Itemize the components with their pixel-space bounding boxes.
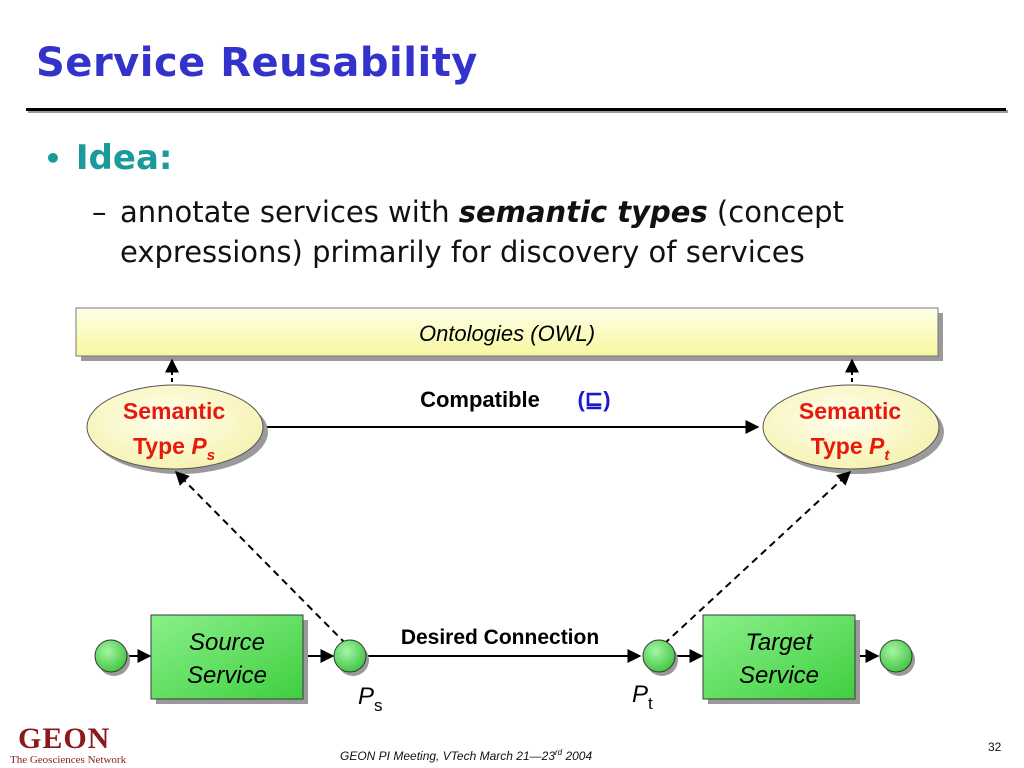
semantic-target-var: P bbox=[869, 433, 885, 459]
sub-bullet-text: annotate services with semantic types (c… bbox=[120, 192, 960, 272]
input-port bbox=[94, 639, 130, 676]
sub-bullet-prefix: annotate services with bbox=[120, 195, 459, 229]
slide-title: Service Reusability bbox=[36, 40, 478, 86]
semantic-source-type-word: Type bbox=[133, 433, 191, 459]
port-target-label: Pt bbox=[632, 681, 653, 713]
source-service-box: Source Service bbox=[150, 614, 308, 704]
port-source-var: P bbox=[358, 683, 374, 710]
port-target-var: P bbox=[632, 681, 648, 708]
compatible-symbol: (⊑) bbox=[577, 387, 610, 412]
output-port bbox=[879, 639, 915, 676]
geon-logo: GEON The Geosciences Network bbox=[8, 722, 128, 766]
semantic-source-line1: Semantic bbox=[123, 398, 225, 424]
port-source-label: Ps bbox=[358, 683, 383, 715]
sub-bullet-suffix: (concept expressions) primarily for disc… bbox=[120, 195, 844, 269]
compatible-label: Compatible bbox=[420, 387, 540, 412]
source-service-line2: Service bbox=[187, 662, 267, 689]
bullet-idea-label: Idea: bbox=[75, 138, 173, 178]
bullet-dot-icon: • bbox=[44, 141, 62, 175]
semantic-target-line2: Type Pt bbox=[811, 433, 891, 464]
semantic-source-var: P bbox=[191, 433, 207, 459]
port-source-sub: s bbox=[374, 696, 383, 715]
target-service-box: Target Service bbox=[702, 614, 860, 704]
target-service-line1: Target bbox=[745, 629, 813, 656]
ontology-bar: Ontologies (OWL) bbox=[75, 307, 943, 361]
semantic-type-source: Semantic Type Ps bbox=[86, 384, 268, 474]
port-source-to-semantic-arrow bbox=[175, 471, 347, 645]
target-input-port bbox=[642, 639, 678, 676]
sub-bullet-emphasis: semantic types bbox=[458, 195, 708, 229]
footer-text-before: GEON PI Meeting, VTech March 21—23 bbox=[340, 749, 555, 763]
page-number: 32 bbox=[988, 740, 1002, 754]
semantic-source-line2: Type Ps bbox=[133, 433, 215, 464]
semantic-target-line1: Semantic bbox=[799, 398, 901, 424]
desired-connection-label: Desired Connection bbox=[401, 626, 599, 649]
target-service-line2: Service bbox=[739, 662, 819, 689]
geon-logo-subtitle: The Geosciences Network bbox=[10, 754, 127, 766]
semantic-target-type-word: Type bbox=[811, 433, 869, 459]
semantic-type-target: Semantic Type Pt bbox=[762, 384, 944, 474]
port-target-sub: t bbox=[648, 694, 653, 713]
bullet-idea: • Idea: bbox=[44, 138, 173, 178]
footer-text-after: 2004 bbox=[562, 749, 593, 763]
footer-text: GEON PI Meeting, VTech March 21—23rd 200… bbox=[340, 748, 592, 763]
geon-logo-text: GEON bbox=[18, 722, 111, 755]
footer-superscript: rd bbox=[555, 748, 563, 757]
port-target-to-semantic-arrow bbox=[663, 471, 852, 645]
source-service-line1: Source bbox=[189, 629, 265, 656]
semantic-target-sub: t bbox=[884, 447, 890, 464]
title-divider bbox=[26, 108, 1006, 111]
semantic-source-sub: s bbox=[207, 447, 215, 464]
sub-bullet-dash: – bbox=[92, 195, 107, 229]
source-output-port bbox=[333, 639, 369, 676]
ontology-label: Ontologies (OWL) bbox=[419, 321, 595, 346]
